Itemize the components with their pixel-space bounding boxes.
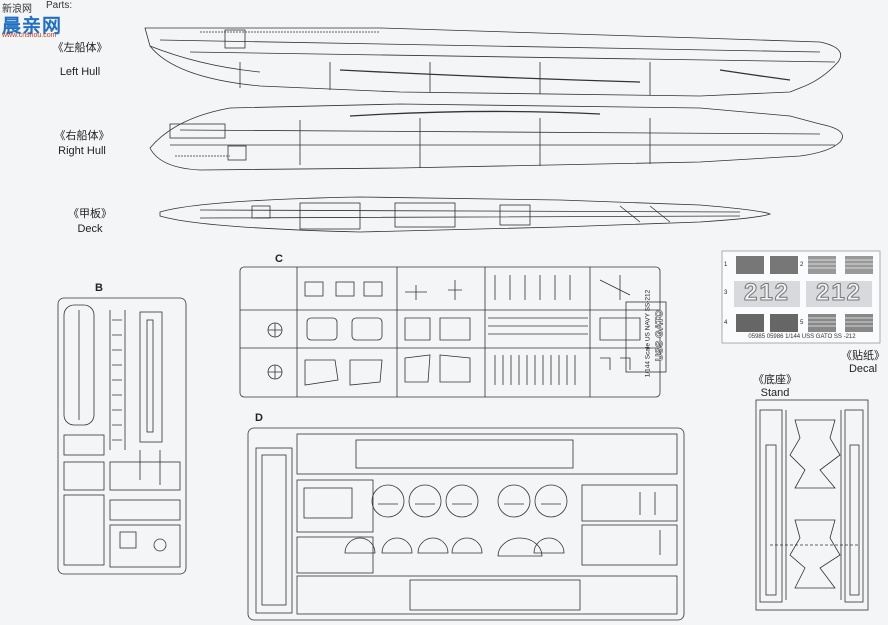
site-name: 新浪网	[2, 4, 32, 15]
sprue-d-round-parts	[344, 484, 568, 557]
decal-num-1: 1	[724, 262, 728, 268]
decal-num-3: 3	[724, 290, 728, 296]
decal-cn: 《贴纸》	[841, 350, 885, 362]
decal-num-2: 2	[800, 262, 804, 268]
decal-vertical-title: USS GATO	[654, 309, 666, 362]
sprue-b-label: B	[95, 282, 103, 294]
right-hull-cn: 《右船体》	[54, 130, 110, 142]
left-hull-en: Left Hull	[59, 66, 101, 78]
right-hull-en: Right Hull	[58, 145, 106, 157]
decal-vertical-text: 1/144 Scale US NAVY SS-212	[644, 289, 652, 378]
deck-cn: 《甲板》	[68, 208, 112, 220]
right-hull-label: 《右船体》 Right Hull	[50, 130, 114, 158]
decal-label: 《贴纸》 Decal	[838, 350, 888, 376]
deck-drawing	[159, 196, 772, 233]
right-hull-drawing	[149, 103, 843, 171]
stand-drawing	[755, 399, 869, 611]
site-url: www.cnshou.com	[2, 32, 57, 39]
deck-en: Deck	[77, 223, 103, 235]
left-hull-drawing	[144, 27, 842, 97]
decal-strip-drawing	[625, 301, 667, 373]
stand-en: Stand	[760, 387, 790, 399]
sprue-d-drawing	[247, 427, 685, 621]
decal-drawing	[721, 250, 881, 344]
decal-en: Decal	[848, 363, 878, 375]
decal-number-left: 212	[743, 279, 791, 307]
stand-cn: 《底座》	[753, 374, 797, 386]
stand-label: 《底座》 Stand	[750, 374, 800, 400]
sprue-d-label: D	[255, 412, 263, 424]
brand-name: 晨亲网	[2, 16, 63, 37]
sprue-b-drawing	[57, 297, 187, 575]
parts-heading: Parts:	[46, 0, 73, 11]
left-hull-label: 《左船体》 Left Hull	[50, 42, 110, 79]
decal-num-5: 5	[800, 320, 804, 326]
sprue-c-drawing	[239, 266, 661, 398]
decal-bottom-line: 05985 05986 1/144 USS GATO SS -212	[748, 334, 856, 340]
left-hull-cn: 《左船体》	[52, 42, 108, 54]
decal-number-right: 212	[815, 279, 863, 307]
deck-label: 《甲板》 Deck	[60, 208, 120, 236]
sprue-c-label: C	[275, 253, 283, 265]
site-logo: 新浪网 Parts: 晨亲网 www.cnshou.com	[2, 0, 88, 39]
decal-num-4: 4	[724, 320, 728, 326]
